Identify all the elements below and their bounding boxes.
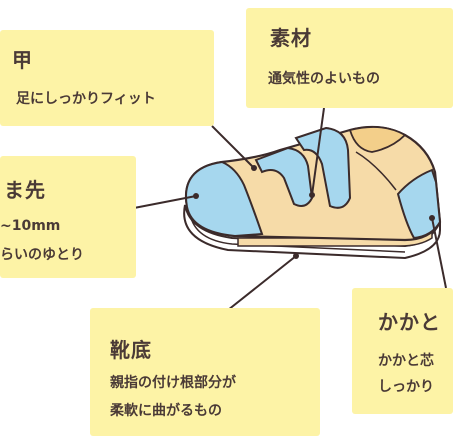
- label-heel: かかと かかと芯 しっかり: [352, 288, 453, 414]
- label-heel-title: かかと: [378, 310, 441, 334]
- label-sole-title: 靴底: [110, 338, 152, 362]
- label-heel-line-1: かかと芯: [378, 353, 434, 369]
- leader-toe-dot: [193, 193, 199, 199]
- label-sole-line-1: 親指の付け根部分が: [110, 375, 236, 391]
- label-material: 素材 通気性のよいもの: [246, 8, 453, 108]
- shoe-collar: [348, 126, 407, 153]
- label-material-title: 素材: [270, 26, 312, 50]
- label-upper-line-1: 足にしっかりフィット: [16, 91, 156, 107]
- leader-material-dot: [309, 192, 315, 198]
- label-toe-line-2: らいのゆとり: [0, 247, 84, 263]
- shoe-heel-counter: [396, 168, 442, 240]
- label-toe-line-1: ~10mm: [0, 218, 61, 234]
- shoe-strap-front: [254, 146, 314, 207]
- label-material-line-1: 通気性のよいもの: [268, 71, 380, 87]
- leader-heel-dot: [429, 215, 435, 221]
- label-sole: 靴底 親指の付け根部分が 柔軟に曲がるもの: [90, 308, 320, 436]
- shoe-strap-back: [294, 126, 352, 209]
- leader-toe: [133, 195, 197, 209]
- label-toe-title: ま先: [4, 178, 46, 202]
- leader-heel: [431, 217, 447, 289]
- label-heel-line-2: しっかり: [378, 379, 434, 395]
- leader-material: [311, 107, 325, 196]
- label-upper-title: 甲: [12, 48, 33, 72]
- label-toe: ま先 ~10mm らいのゆとり: [0, 156, 136, 278]
- leader-upper: [211, 125, 255, 169]
- label-sole-line-2: 柔軟に曲がるもの: [110, 403, 222, 419]
- leader-sole-dot: [293, 253, 299, 259]
- leader-sole: [227, 255, 297, 311]
- label-upper: 甲 足にしっかりフィット: [0, 30, 214, 126]
- leader-upper-dot: [251, 165, 257, 171]
- shoe-quarter-seam: [355, 151, 397, 191]
- shoe-toe-cap: [185, 160, 264, 238]
